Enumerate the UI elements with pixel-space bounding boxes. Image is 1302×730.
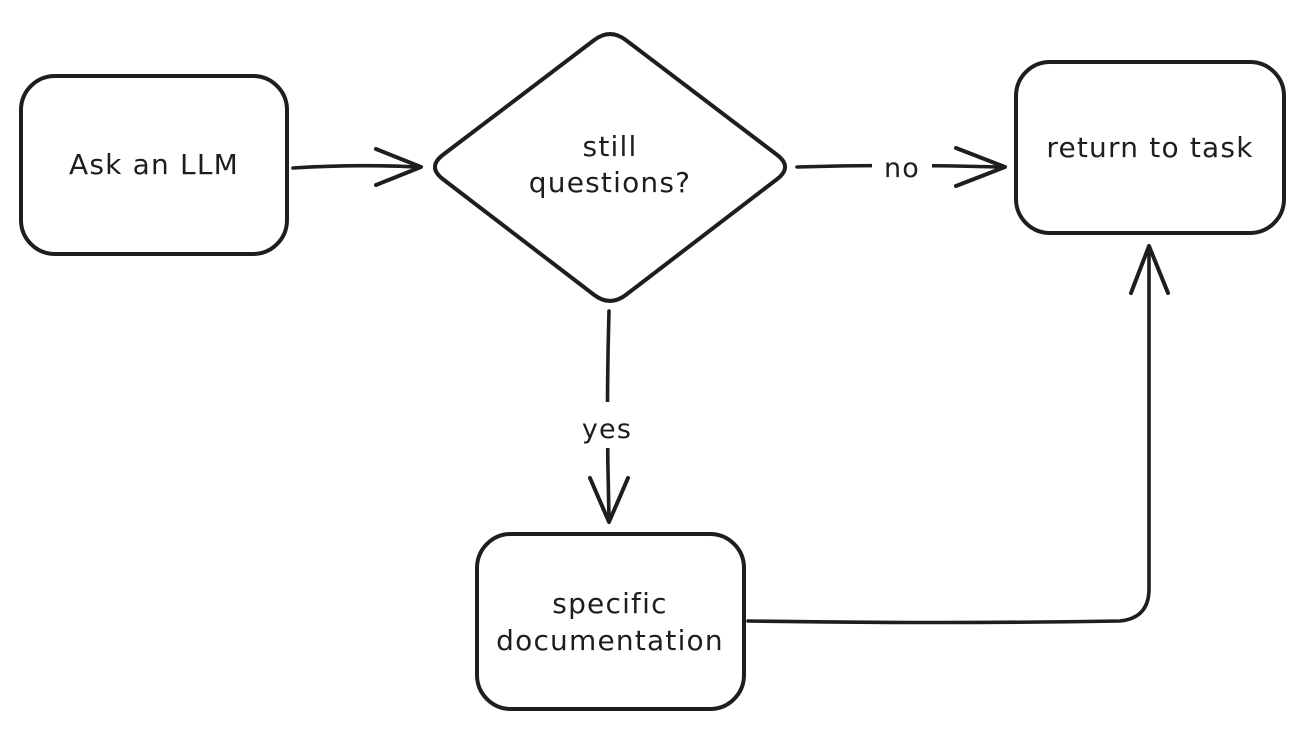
node-still-questions-shape <box>432 32 788 303</box>
node-specific-documentation: specific documentation <box>475 532 746 711</box>
node-ask-an-llm: Ask an LLM <box>19 74 289 256</box>
node-return-to-task-shape <box>1014 60 1286 235</box>
edge-no-label-bg <box>872 149 932 187</box>
arrowhead-right-icon <box>954 146 1007 188</box>
node-ask-an-llm-label: Ask an LLM <box>69 148 239 181</box>
node-specific-documentation-label-line2: documentation <box>496 624 724 657</box>
node-still-questions-label-line1: still <box>583 130 638 163</box>
edge-ask-to-question-shaft <box>291 163 418 170</box>
edge-yes-label-bg <box>574 402 640 448</box>
edge-label-no: no <box>884 153 920 184</box>
edge-no: no <box>795 146 1007 188</box>
edge-label-yes: yes <box>582 414 632 445</box>
node-specific-documentation-label-line1: specific <box>552 587 667 620</box>
arrowhead-right-icon <box>374 147 423 187</box>
edge-loop-shaft <box>746 250 1151 625</box>
node-still-questions-label-line2: questions? <box>529 166 691 199</box>
node-ask-an-llm-shape <box>19 74 289 256</box>
node-return-to-task: return to task <box>1014 60 1286 235</box>
node-still-questions: still questions? <box>432 32 788 303</box>
edge-ask-to-question <box>291 147 423 187</box>
edge-yes: yes <box>574 309 640 524</box>
arrowhead-up-icon <box>1129 244 1170 295</box>
arrowhead-down-icon <box>588 476 630 524</box>
node-specific-documentation-shape <box>475 532 746 711</box>
node-return-to-task-label: return to task <box>1046 131 1253 164</box>
edge-loop-back <box>746 244 1170 625</box>
